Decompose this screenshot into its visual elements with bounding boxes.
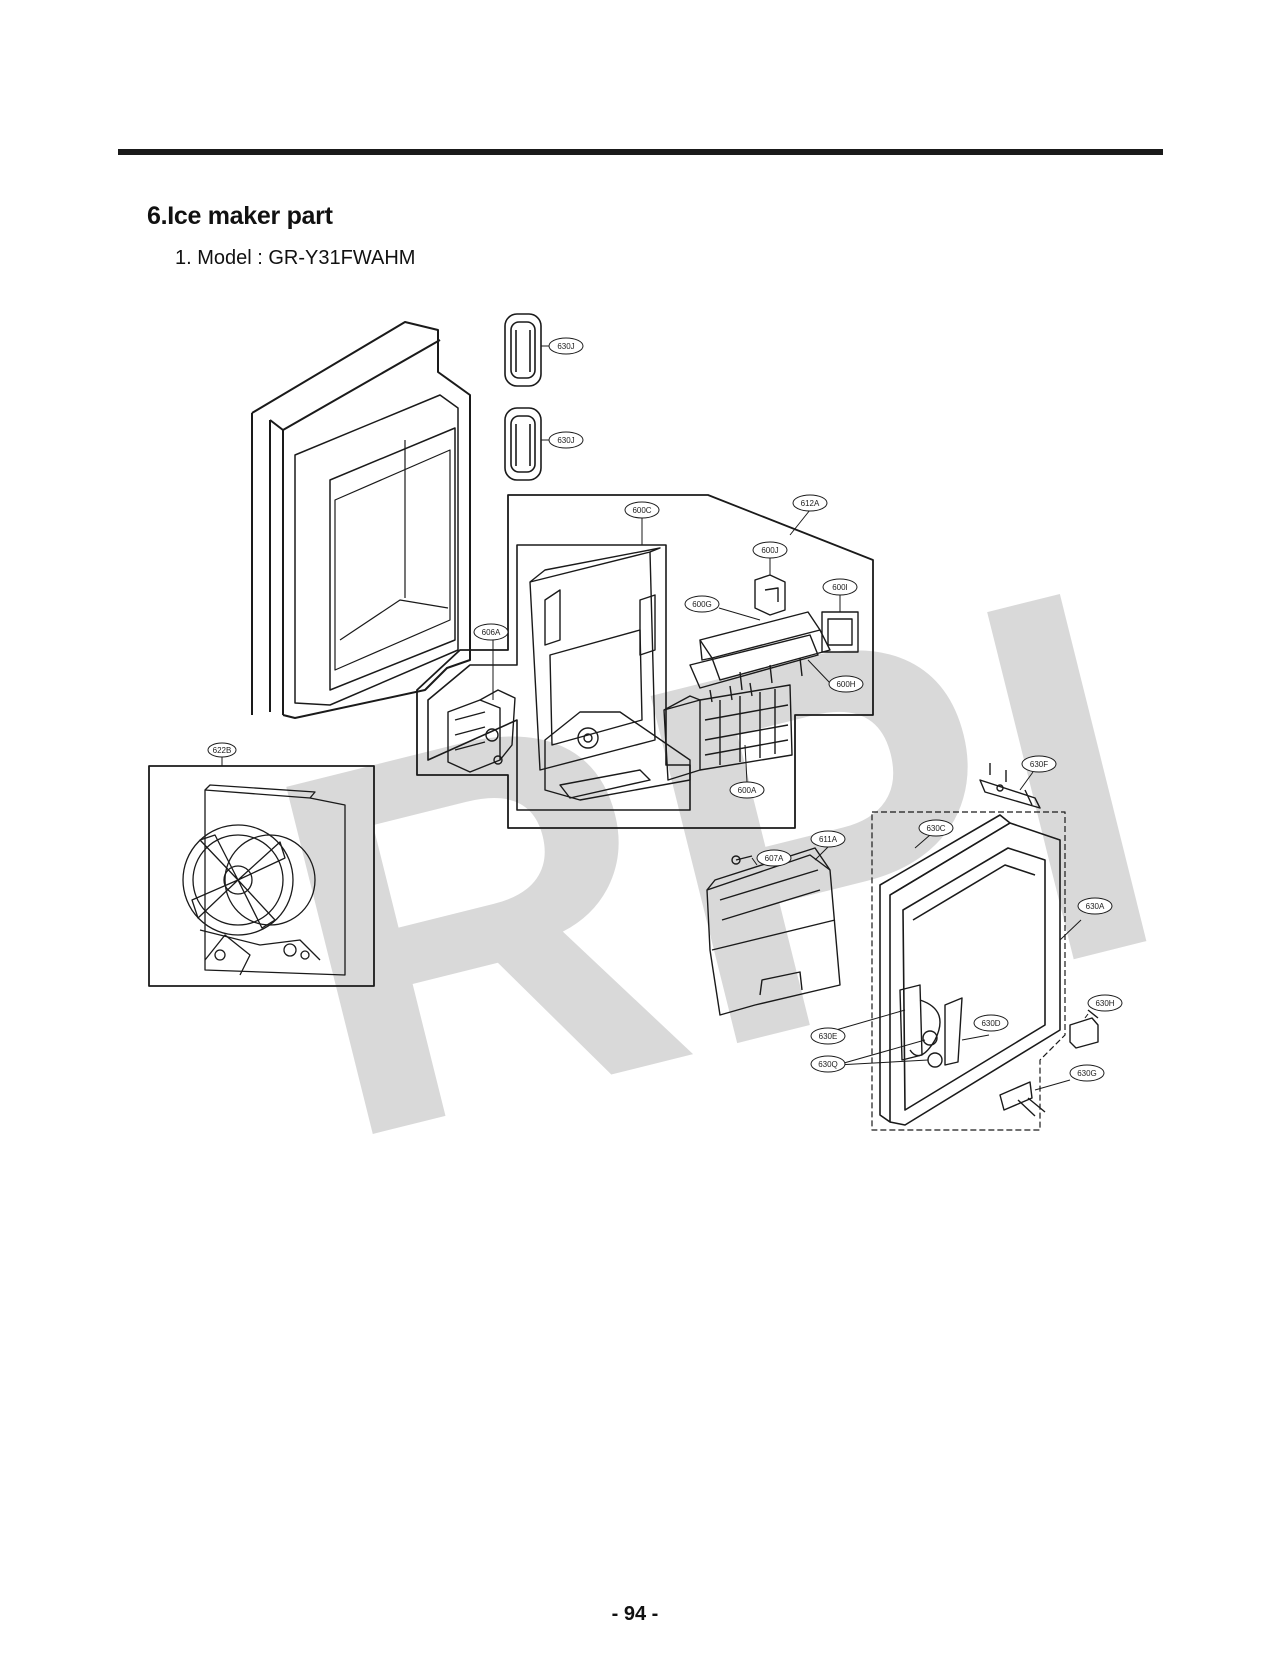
- svg-text:622B: 622B: [213, 746, 232, 755]
- callout-600H: 600H: [828, 675, 864, 693]
- callout-630Q: 630Q: [810, 1055, 846, 1073]
- screw-607A-drawing: [731, 855, 753, 865]
- svg-text:630A: 630A: [1086, 902, 1105, 911]
- callout-630C: 630C: [918, 819, 954, 837]
- callout-630H: 630H: [1087, 994, 1123, 1012]
- seal-630J-bottom-drawing: [504, 407, 542, 481]
- svg-text:630H: 630H: [1095, 999, 1114, 1008]
- callout-600J: 600J: [752, 541, 788, 559]
- svg-text:630D: 630D: [981, 1019, 1000, 1028]
- callout-600C: 600C: [624, 501, 660, 519]
- callout-607A: 607A: [756, 849, 792, 867]
- clip-630H-drawing: [1069, 1009, 1099, 1049]
- svg-text:630C: 630C: [926, 824, 945, 833]
- svg-text:630Q: 630Q: [818, 1060, 838, 1069]
- door-630A-frame: [871, 811, 1066, 1131]
- callout-622B: 622B: [207, 742, 237, 758]
- hinge-630G-drawing: [999, 1081, 1046, 1117]
- svg-text:630F: 630F: [1030, 760, 1048, 769]
- frame-622B: [148, 765, 375, 987]
- lever-630D-drawing: [909, 997, 963, 1066]
- callout-600A: 600A: [729, 781, 765, 799]
- section-title: 6.Ice maker part: [147, 202, 333, 230]
- svg-text:600J: 600J: [761, 546, 778, 555]
- door-630A-drawing: [879, 814, 1061, 1126]
- svg-text:600G: 600G: [692, 600, 712, 609]
- assembly-600C-outline: [427, 544, 691, 811]
- freezer-door-drawing: [251, 321, 471, 719]
- callout-600I: 600I: [822, 578, 858, 596]
- callout-630D: 630D: [973, 1014, 1009, 1032]
- fan-622B-drawing: [182, 784, 346, 976]
- svg-text:611A: 611A: [819, 835, 838, 844]
- hinge-630F-drawing: [979, 763, 1041, 809]
- callout-606A: 606A: [473, 623, 509, 641]
- model-line: 1. Model : GR-Y31FWAHM: [175, 247, 416, 269]
- cover-600G-drawing: [689, 611, 831, 691]
- svg-text:600A: 600A: [738, 786, 757, 795]
- leader-lines: [221, 345, 1089, 1091]
- callout-630A: 630A: [1077, 897, 1113, 915]
- svg-text:607A: 607A: [765, 854, 784, 863]
- seal-630J-top-drawing: [504, 313, 542, 387]
- callout-630E: 630E: [810, 1027, 846, 1045]
- callout-630J-top: 630J: [548, 337, 584, 355]
- assembly-612A-outline: [416, 494, 874, 829]
- callout-612A: 612A: [792, 494, 828, 512]
- svg-text:606A: 606A: [482, 628, 501, 637]
- callout-630J-bottom: 630J: [548, 431, 584, 449]
- svg-text:630E: 630E: [819, 1032, 838, 1041]
- callout-630F: 630F: [1021, 755, 1057, 773]
- svg-text:600I: 600I: [832, 583, 848, 592]
- callout-611A: 611A: [810, 830, 846, 848]
- svg-text:630G: 630G: [1077, 1069, 1097, 1078]
- svg-text:600C: 600C: [632, 506, 651, 515]
- housing-600C-drawing: [529, 547, 691, 801]
- motor-606A-drawing: [447, 689, 516, 773]
- page-number: - 94 -: [611, 1603, 659, 1625]
- svg-text:630J: 630J: [557, 436, 574, 445]
- top-rule: [118, 149, 1163, 155]
- svg-text:600H: 600H: [836, 680, 855, 689]
- svg-text:630J: 630J: [557, 342, 574, 351]
- callout-600G: 600G: [684, 595, 720, 613]
- callout-630G: 630G: [1069, 1064, 1105, 1082]
- svg-text:612A: 612A: [801, 499, 820, 508]
